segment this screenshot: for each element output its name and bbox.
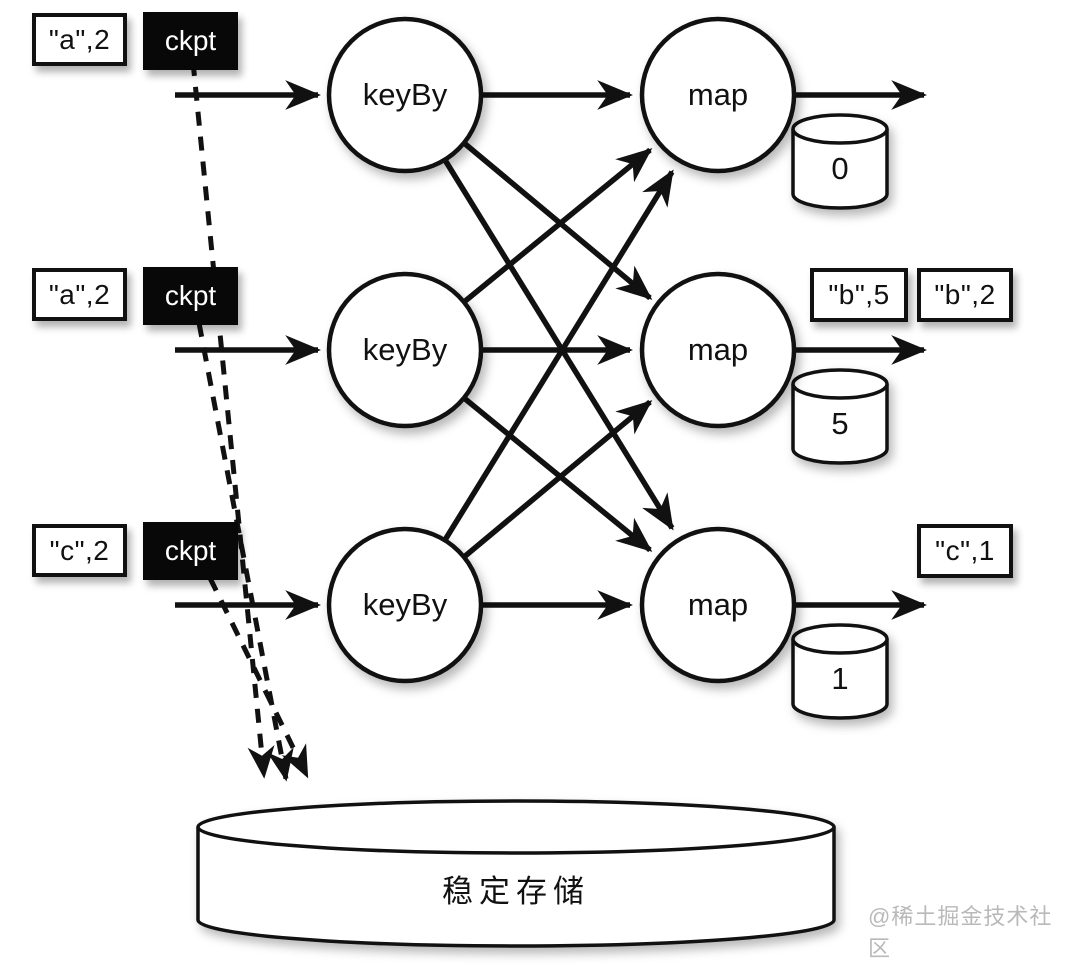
map-1-circle bbox=[639, 16, 797, 174]
map-2-circle bbox=[639, 271, 797, 429]
keyby-2-label: keyBy bbox=[362, 332, 448, 367]
arrow-keyby1-map3 bbox=[442, 158, 675, 531]
keyby-1-circle bbox=[326, 16, 484, 174]
arrow-keyby2-map1 bbox=[462, 147, 653, 305]
state-cylinder-1 bbox=[791, 623, 889, 720]
arrow-keyby3-map2 bbox=[462, 399, 653, 560]
arrow-ckpt1-storage bbox=[190, 61, 275, 779]
arrow-keyby1-map2 bbox=[462, 140, 653, 301]
arrow-keyby2-map3 bbox=[462, 395, 653, 553]
output-record-b5: "b",5 bbox=[810, 268, 908, 322]
checkpoint-barrier-row2: ckpt bbox=[143, 267, 238, 325]
map-1-label: map bbox=[687, 77, 749, 112]
input-record-row2: "a",2 bbox=[32, 268, 127, 321]
keyby-1-label: keyBy bbox=[362, 77, 448, 112]
keyby-3-circle bbox=[326, 526, 484, 684]
arrow-ckpt3-storage bbox=[207, 576, 310, 779]
watermark-text: @稀土掘金技术社区 bbox=[868, 904, 1053, 961]
map-3-circle bbox=[639, 526, 797, 684]
checkpoint-barrier-row1: ckpt bbox=[143, 12, 238, 70]
stable-storage-label: 稳定存储 bbox=[442, 873, 590, 909]
input-record-row3: "c",2 bbox=[32, 524, 127, 577]
state-cylinder-0 bbox=[791, 113, 889, 210]
output-record-b2: "b",2 bbox=[917, 268, 1013, 322]
input-record-row1: "a",2 bbox=[32, 13, 127, 66]
map-3-label: map bbox=[687, 587, 749, 622]
stable-storage-cylinder bbox=[196, 799, 836, 948]
output-record-c1: "c",1 bbox=[917, 524, 1013, 578]
map-2-label: map bbox=[687, 332, 749, 367]
state-value-row3: 1 bbox=[831, 661, 849, 696]
arrow-ckpt2-storage bbox=[196, 322, 294, 782]
state-cylinder-5 bbox=[791, 368, 889, 465]
state-value-row2: 5 bbox=[831, 406, 849, 441]
checkpoint-barrier-row3: ckpt bbox=[143, 522, 238, 580]
state-value-row1: 0 bbox=[831, 151, 849, 186]
arrow-keyby3-map1 bbox=[442, 169, 675, 542]
keyby-2-circle bbox=[326, 271, 484, 429]
keyby-3-label: keyBy bbox=[362, 587, 448, 622]
